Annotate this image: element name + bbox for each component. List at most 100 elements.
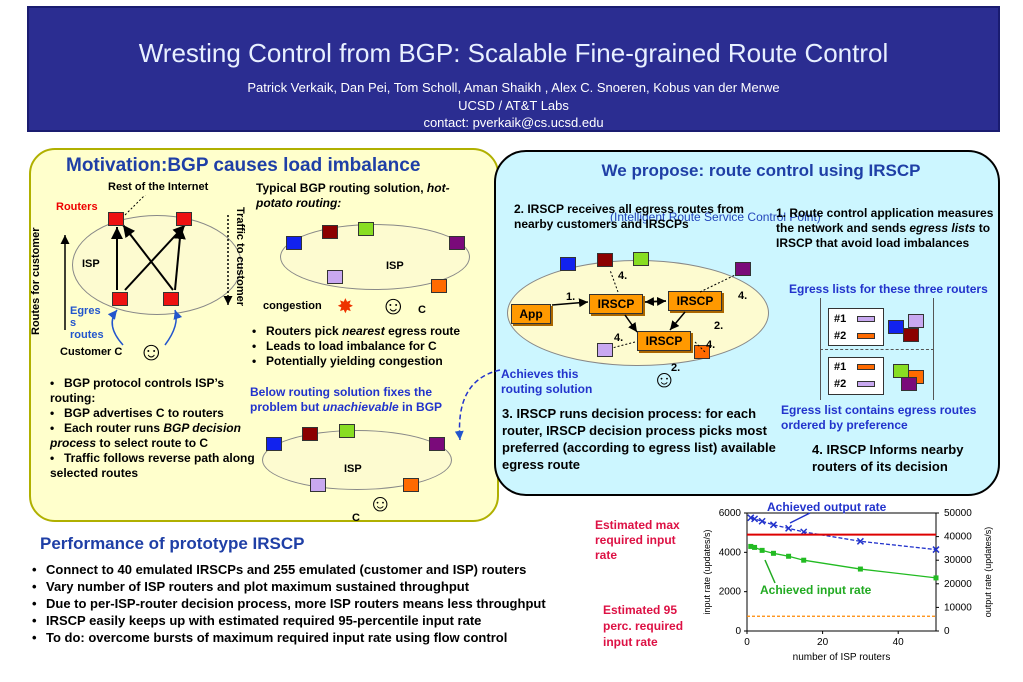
x-tick-label: 40 xyxy=(893,637,905,648)
router-icon xyxy=(597,253,613,267)
router-icon xyxy=(560,257,576,271)
achieves-caption: Achieves this routing solution xyxy=(501,367,593,396)
step-1-text: 1. Route control application measures th… xyxy=(776,206,994,250)
rest-of-internet-label: Rest of the Internet xyxy=(108,181,209,193)
data-point xyxy=(769,521,777,529)
step-num: 4. xyxy=(706,339,716,351)
bullet-item: Traffic follows reverse path along selec… xyxy=(50,451,258,481)
x-tick-label: 20 xyxy=(817,637,829,648)
propose-subtitle: (Intelligent Route Service Control Point… xyxy=(610,210,821,224)
router-icon xyxy=(888,320,904,334)
bullet-item: BGP protocol controls ISP’s routing: xyxy=(50,376,258,406)
isp-label-1: ISP xyxy=(82,258,100,270)
egress-lists-title: Egress lists for these three routers xyxy=(789,282,988,296)
throughput-chart: 0200040006000010000200003000040000500000… xyxy=(595,500,993,663)
y2-tick-label: 0 xyxy=(944,626,950,637)
data-point xyxy=(751,515,759,523)
router-icon xyxy=(112,292,128,306)
annotation-max: required input xyxy=(595,533,676,547)
data-point xyxy=(758,517,766,525)
authors: Patrick Verkaik, Dan Pei, Tom Scholl, Am… xyxy=(247,80,780,95)
step-num: 4. xyxy=(738,290,748,302)
router-icon xyxy=(694,345,710,359)
router-icon xyxy=(403,478,419,492)
step-num: 2. xyxy=(671,362,681,374)
app-box: App xyxy=(511,304,551,324)
header-banner: Wresting Control from BGP: Scalable Fine… xyxy=(27,6,1000,132)
egress-divider xyxy=(820,349,934,350)
step-2-text: 2. IRSCP receives all egress routes from… xyxy=(514,202,744,231)
router-icon xyxy=(163,292,179,306)
bullet-item: Each router runs BGP decision process to… xyxy=(50,421,258,451)
bullet-item: Due to per-ISP-router decision process, … xyxy=(32,595,672,612)
rank-label: #2 xyxy=(834,378,847,390)
motivation-title: Motivation:BGP causes load imbalance xyxy=(66,155,421,176)
below-solution-caption: Below routing solution fixes the problem… xyxy=(250,385,443,414)
isp-label-3: ISP xyxy=(344,463,362,475)
congestion-icon: ✸ xyxy=(337,296,354,318)
annotation-output: Achieved output rate xyxy=(767,500,887,514)
router-icon xyxy=(597,343,613,357)
y2-tick-label: 30000 xyxy=(944,555,972,566)
egress-entry xyxy=(857,333,875,339)
pick-bullets: Routers pick nearest egress route Leads … xyxy=(252,324,482,369)
customer-face-icon: ☺ xyxy=(138,336,165,366)
customer-face-icon: ☺ xyxy=(380,290,407,320)
data-point xyxy=(932,546,940,554)
router-icon xyxy=(449,236,465,250)
rank-label: #1 xyxy=(834,361,847,373)
data-point xyxy=(785,524,793,532)
customer-c-label-3: C xyxy=(352,512,360,524)
annotation-p95: perc. required xyxy=(603,619,683,633)
data-point xyxy=(786,553,792,559)
rank-label: #1 xyxy=(834,313,847,325)
irscp-node: IRSCP xyxy=(589,294,643,314)
plot-area xyxy=(746,512,937,632)
congestion-label: congestion xyxy=(263,300,322,312)
egress-entry xyxy=(857,316,875,322)
rank-label: #2 xyxy=(834,330,847,342)
egress-entry xyxy=(857,381,875,387)
router-icon xyxy=(286,236,302,250)
irscp-links xyxy=(551,270,736,353)
performance-bullets: Connect to 40 emulated IRSCPs and 255 em… xyxy=(32,561,672,646)
router-icon xyxy=(633,252,649,266)
router-icon xyxy=(310,478,326,492)
y-tick-label: 2000 xyxy=(719,587,742,598)
router-icon xyxy=(901,377,917,391)
customer-face-icon: ☺ xyxy=(652,366,677,393)
annotation-p95: Estimated 95 xyxy=(603,603,677,617)
router-icon xyxy=(429,437,445,451)
y2-axis-label: output rate (updates/s) xyxy=(983,527,993,618)
data-point xyxy=(770,550,776,556)
router-icon xyxy=(327,270,343,284)
step-num: 4. xyxy=(618,270,628,282)
data-point xyxy=(748,543,754,549)
propose-title: We propose: route control using IRSCP xyxy=(601,161,921,180)
bullet-item: IRSCP easily keeps up with estimated req… xyxy=(32,612,672,629)
hot-potato-caption: Typical BGP routing solution, hot-potato… xyxy=(256,181,450,210)
poster-title: Wresting Control from BGP: Scalable Fine… xyxy=(138,38,889,68)
annotation-max: Estimated max xyxy=(595,518,680,532)
data-point xyxy=(759,547,765,553)
performance-title: Performance of prototype IRSCP xyxy=(40,534,305,553)
isp-ellipse-1 xyxy=(72,215,242,315)
y2-tick-label: 40000 xyxy=(944,532,972,543)
affiliation: UCSD / AT&T Labs xyxy=(458,98,569,113)
router-icon xyxy=(358,222,374,236)
data-point xyxy=(752,544,758,550)
bullet-item: BGP advertises C to routers xyxy=(50,406,258,421)
annotation-p95: input rate xyxy=(603,635,658,649)
router-icon xyxy=(735,262,751,276)
x-tick-label: 0 xyxy=(744,637,750,648)
contact: contact: pverkaik@cs.ucsd.edu xyxy=(423,115,604,130)
bgp-topology-diagram xyxy=(60,195,233,346)
data-point xyxy=(801,557,807,563)
achieves-arrow xyxy=(454,369,501,441)
bullet-item: Routers pick nearest egress route xyxy=(252,324,482,339)
bullet-item: Vary number of ISP routers and plot maxi… xyxy=(32,578,672,595)
series-line xyxy=(750,517,937,551)
step-num: 4. xyxy=(614,332,624,344)
step-4-text: 4. IRSCP Informs nearby routers of its d… xyxy=(812,442,964,474)
egress-note: Egress list contains egress routes order… xyxy=(781,403,977,432)
